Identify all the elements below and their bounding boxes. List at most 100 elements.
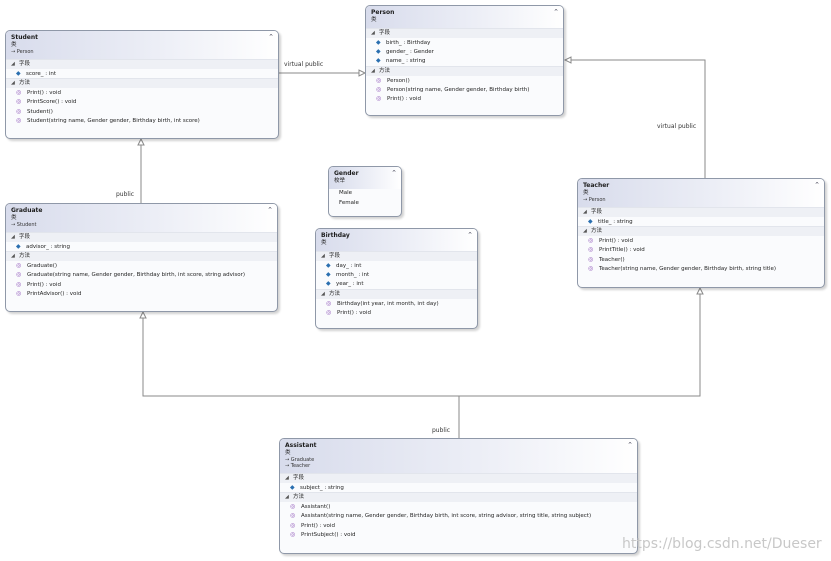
collapse-icon[interactable]: ⌃ bbox=[553, 8, 559, 16]
fields-section-header[interactable]: ◢字段 bbox=[578, 207, 824, 217]
arrowhead-graduate bbox=[139, 310, 147, 319]
method-icon: ◎ bbox=[16, 271, 22, 279]
method-row: ◎Person(string name, Gender gender, Birt… bbox=[376, 85, 530, 93]
method-icon: ◎ bbox=[326, 299, 332, 307]
fields-section-header[interactable]: ◢字段 bbox=[6, 59, 278, 69]
class-teacher[interactable]: Teacher 类 → Person ⌃ ◢字段 ◆title_ : strin… bbox=[577, 178, 825, 288]
enum-literal: Female bbox=[339, 199, 359, 206]
field-icon: ◆ bbox=[376, 48, 381, 56]
class-type: 类 bbox=[371, 17, 377, 23]
expand-triangle-icon[interactable]: ◢ bbox=[371, 30, 375, 36]
methods-section-header[interactable]: ◢方法 bbox=[366, 65, 563, 76]
methods-section-header[interactable]: ◢方法 bbox=[280, 492, 637, 503]
expand-triangle-icon[interactable]: ◢ bbox=[371, 67, 375, 74]
method-icon: ◎ bbox=[588, 237, 594, 245]
method-icon: ◎ bbox=[16, 262, 22, 270]
field-row: ◆birth_ : Birthday bbox=[376, 39, 431, 46]
class-person[interactable]: Person 类 ⌃ ◢字段 ◆birth_ : Birthday ◆gende… bbox=[365, 5, 564, 116]
arrowhead-teacher bbox=[696, 286, 704, 295]
arrowhead-student bbox=[137, 137, 145, 146]
method-row: ◎PrintAdvisor() : void bbox=[16, 289, 82, 297]
label-assistant-inherit: public bbox=[432, 427, 451, 434]
field-row: ◆month_ : int bbox=[326, 271, 370, 279]
class-header: Teacher 类 → Person ⌃ bbox=[578, 179, 824, 207]
expand-triangle-icon[interactable]: ◢ bbox=[321, 290, 325, 297]
method-row: ◎Print() : void bbox=[376, 94, 421, 102]
method-row: ◎Graduate() bbox=[16, 262, 58, 270]
assistant-to-graduate-line bbox=[142, 312, 460, 438]
method-icon: ◎ bbox=[326, 308, 332, 316]
collapse-icon[interactable]: ⌃ bbox=[467, 231, 473, 239]
method-row: ◎Print() : void bbox=[16, 89, 61, 97]
collapse-icon[interactable]: ⌃ bbox=[268, 33, 274, 41]
expand-triangle-icon[interactable]: ◢ bbox=[11, 253, 15, 260]
class-assistant[interactable]: Assistant 类 → Graduate → Teacher ⌃ ◢字段 ◆… bbox=[279, 438, 638, 554]
expand-triangle-icon[interactable]: ◢ bbox=[11, 234, 15, 240]
arrowhead-person-left bbox=[358, 69, 367, 77]
expand-triangle-icon[interactable]: ◢ bbox=[285, 494, 289, 501]
expand-triangle-icon[interactable]: ◢ bbox=[285, 475, 289, 481]
methods-section-header[interactable]: ◢方法 bbox=[316, 288, 477, 299]
field-row: ◆title_ : string bbox=[588, 218, 633, 225]
arrowhead-person-right bbox=[563, 56, 572, 64]
fields-section-header[interactable]: ◢字段 bbox=[366, 28, 563, 38]
methods-section-header[interactable]: ◢方法 bbox=[6, 251, 277, 262]
label-student-person: virtual public bbox=[284, 61, 324, 68]
field-row: ◆day_ : int bbox=[326, 262, 362, 269]
fields-section-header[interactable]: ◢字段 bbox=[316, 251, 477, 261]
methods-section-header[interactable]: ◢方法 bbox=[6, 78, 278, 89]
method-icon: ◎ bbox=[588, 246, 594, 254]
method-icon: ◎ bbox=[290, 512, 296, 520]
method-row: ◎Assistant() bbox=[290, 503, 331, 511]
label-teacher-person: virtual public bbox=[657, 123, 697, 130]
method-row: ◎Student() bbox=[16, 107, 53, 115]
class-name: Assistant bbox=[285, 442, 317, 449]
expand-triangle-icon[interactable]: ◢ bbox=[321, 253, 325, 259]
collapse-icon[interactable]: ⌃ bbox=[814, 181, 820, 189]
collapse-icon[interactable]: ⌃ bbox=[267, 206, 273, 214]
teacher-to-person-line bbox=[565, 59, 706, 178]
label-graduate-student: public bbox=[116, 191, 135, 198]
enum-header: Gender 枚举 ⌃ bbox=[329, 167, 401, 189]
field-icon: ◆ bbox=[16, 243, 21, 250]
field-icon: ◆ bbox=[326, 262, 331, 269]
fields-section-header[interactable]: ◢字段 bbox=[6, 232, 277, 242]
class-header: Assistant 类 → Graduate → Teacher ⌃ bbox=[280, 439, 637, 473]
expand-triangle-icon[interactable]: ◢ bbox=[11, 80, 15, 87]
collapse-icon[interactable]: ⌃ bbox=[391, 169, 397, 177]
method-icon: ◎ bbox=[16, 116, 22, 124]
methods-section-header[interactable]: ◢方法 bbox=[578, 226, 824, 237]
method-icon: ◎ bbox=[16, 89, 22, 97]
expand-triangle-icon[interactable]: ◢ bbox=[583, 209, 587, 215]
method-row: ◎Print() : void bbox=[588, 237, 633, 245]
class-birthday[interactable]: Birthday 类 ⌃ ◢字段 ◆day_ : int ◆month_ : i… bbox=[315, 228, 478, 329]
field-icon: ◆ bbox=[588, 218, 593, 225]
collapse-icon[interactable]: ⌃ bbox=[627, 441, 633, 449]
field-row: ◆score_ : int bbox=[16, 70, 57, 77]
enum-gender[interactable]: Gender 枚举 ⌃ Male Female bbox=[328, 166, 402, 217]
method-icon: ◎ bbox=[290, 503, 296, 511]
class-name: Teacher bbox=[583, 182, 610, 189]
method-row: ◎Print() : void bbox=[290, 521, 335, 529]
method-row: ◎Teacher() bbox=[588, 255, 625, 263]
method-icon: ◎ bbox=[290, 530, 296, 538]
expand-triangle-icon[interactable]: ◢ bbox=[11, 61, 15, 67]
method-row: ◎Print() : void bbox=[16, 280, 61, 288]
field-row: ◆gender_ : Gender bbox=[376, 48, 434, 56]
class-student[interactable]: Student 类 → Person ⌃ ◢字段 ◆score_ : int ◢… bbox=[5, 30, 279, 139]
method-row: ◎Person() bbox=[376, 76, 410, 84]
class-type: 类 bbox=[285, 450, 291, 456]
field-row: ◆subject_ : string bbox=[290, 484, 344, 491]
base-class: → Graduate bbox=[285, 457, 315, 463]
method-row: ◎PrintTitle() : void bbox=[588, 246, 645, 254]
expand-triangle-icon[interactable]: ◢ bbox=[583, 228, 587, 235]
method-row: ◎Birthday(int year, int month, int day) bbox=[326, 299, 439, 307]
watermark-text: https://blog.csdn.net/Dueser bbox=[622, 536, 822, 552]
fields-section-header[interactable]: ◢字段 bbox=[280, 473, 637, 483]
method-row: ◎PrintSubject() : void bbox=[290, 530, 356, 538]
class-type: 类 bbox=[11, 42, 17, 48]
field-row: ◆year_ : int bbox=[326, 280, 364, 288]
class-graduate[interactable]: Graduate 类 → Student ⌃ ◢字段 ◆advisor_ : s… bbox=[5, 203, 278, 312]
class-header: Graduate 类 → Student ⌃ bbox=[6, 204, 277, 232]
field-icon: ◆ bbox=[326, 271, 331, 279]
